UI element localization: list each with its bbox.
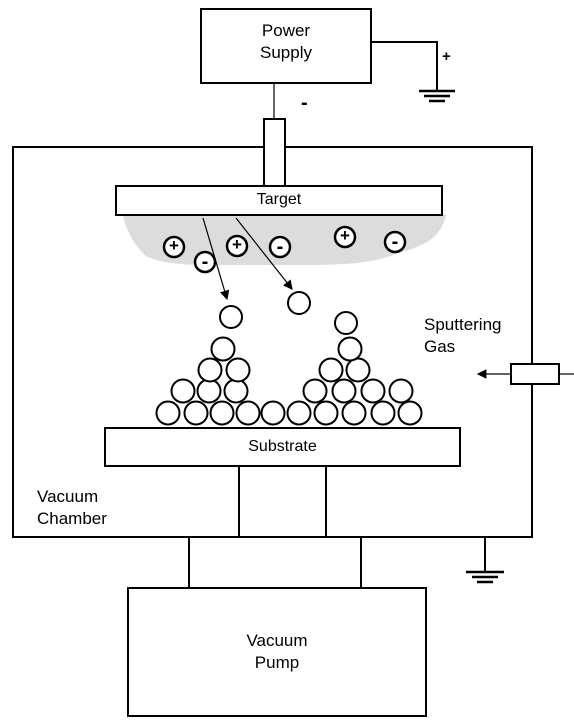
sputtering-gas-label-line2: Gas [424,337,456,357]
power-supply-label-line2: Supply [260,43,312,63]
deposited-atom [170,378,196,404]
ion-charge-sign: + [340,226,350,245]
deposited-atom [155,400,181,426]
deposited-atom [313,400,339,426]
positive-ion-2 [225,234,249,258]
charged-particles [162,225,407,274]
ion-charge-sign: - [201,251,209,273]
substrate-label: Substrate [248,438,317,455]
ion-charge-sign: + [169,236,179,255]
ion-charge-sign: - [276,236,284,258]
deposited-atom [209,400,235,426]
deposited-atom [331,378,357,404]
vacuum-pump-label-line1: Vacuum [246,631,308,650]
deposited-atom [197,357,223,383]
chamber-ground [466,537,504,584]
sputtered-atom [219,305,243,329]
vacuum-chamber-label-line1: Vacuum [37,487,99,506]
ion-charge-sign: + [232,235,242,254]
deposited-atom [286,400,312,426]
deposited-atom [388,378,414,404]
sputtering-gas-label-line1: Sputtering [424,315,502,334]
deposited-atom [345,357,371,383]
vacuum-pump-box [127,587,427,717]
substrate-holder [238,465,327,538]
power-supply-label-line1: Power [261,21,311,40]
deposited-atom [260,400,286,426]
power-supply-box [200,8,372,84]
power-supply-wiring [200,8,455,119]
target-label: Target [256,191,302,208]
pump-connection [188,536,362,589]
deposited-atom [183,400,209,426]
sputtered-atom [287,291,311,315]
negative-terminal-sign: - [301,92,308,114]
sputtered-atom [334,311,358,335]
deposited-atom [223,378,249,404]
sputtered-atoms [219,291,358,335]
deposited-atom [337,336,363,362]
sputtering-gas-label: Sputtering Gas [424,314,502,358]
gas-inlet-valve [510,363,560,385]
deposited-atom [318,357,344,383]
deposited-atom [235,400,261,426]
deposited-atom [225,357,251,383]
vacuum-pump-label: Vacuum Pump [128,630,426,674]
vacuum-chamber-label: Vacuum Chamber [37,486,107,530]
power-supply-label: Power Supply [201,20,371,64]
ion-trajectory-2 [235,217,293,290]
target-plate [115,185,443,216]
electron-1 [193,250,217,274]
ground-wire [371,41,438,91]
deposited-atom [341,400,367,426]
deposited-atom [360,378,386,404]
deposited-atom [210,336,236,362]
positive-terminal-sign: + [442,48,451,65]
deposited-atom [302,378,328,404]
deposited-atom [397,400,423,426]
deposited-atom [196,378,222,404]
electron-2 [268,235,292,259]
vacuum-pump-label-line2: Pump [254,653,300,673]
deposited-atom [370,400,396,426]
ion-charge-sign: - [391,231,399,253]
electron-3 [383,230,407,254]
deposited-atoms [155,336,423,426]
positive-ion-3 [333,225,357,249]
positive-ion-1 [162,235,186,259]
vacuum-chamber-label-line2: Chamber [37,509,107,529]
target-feedthrough [263,118,286,187]
